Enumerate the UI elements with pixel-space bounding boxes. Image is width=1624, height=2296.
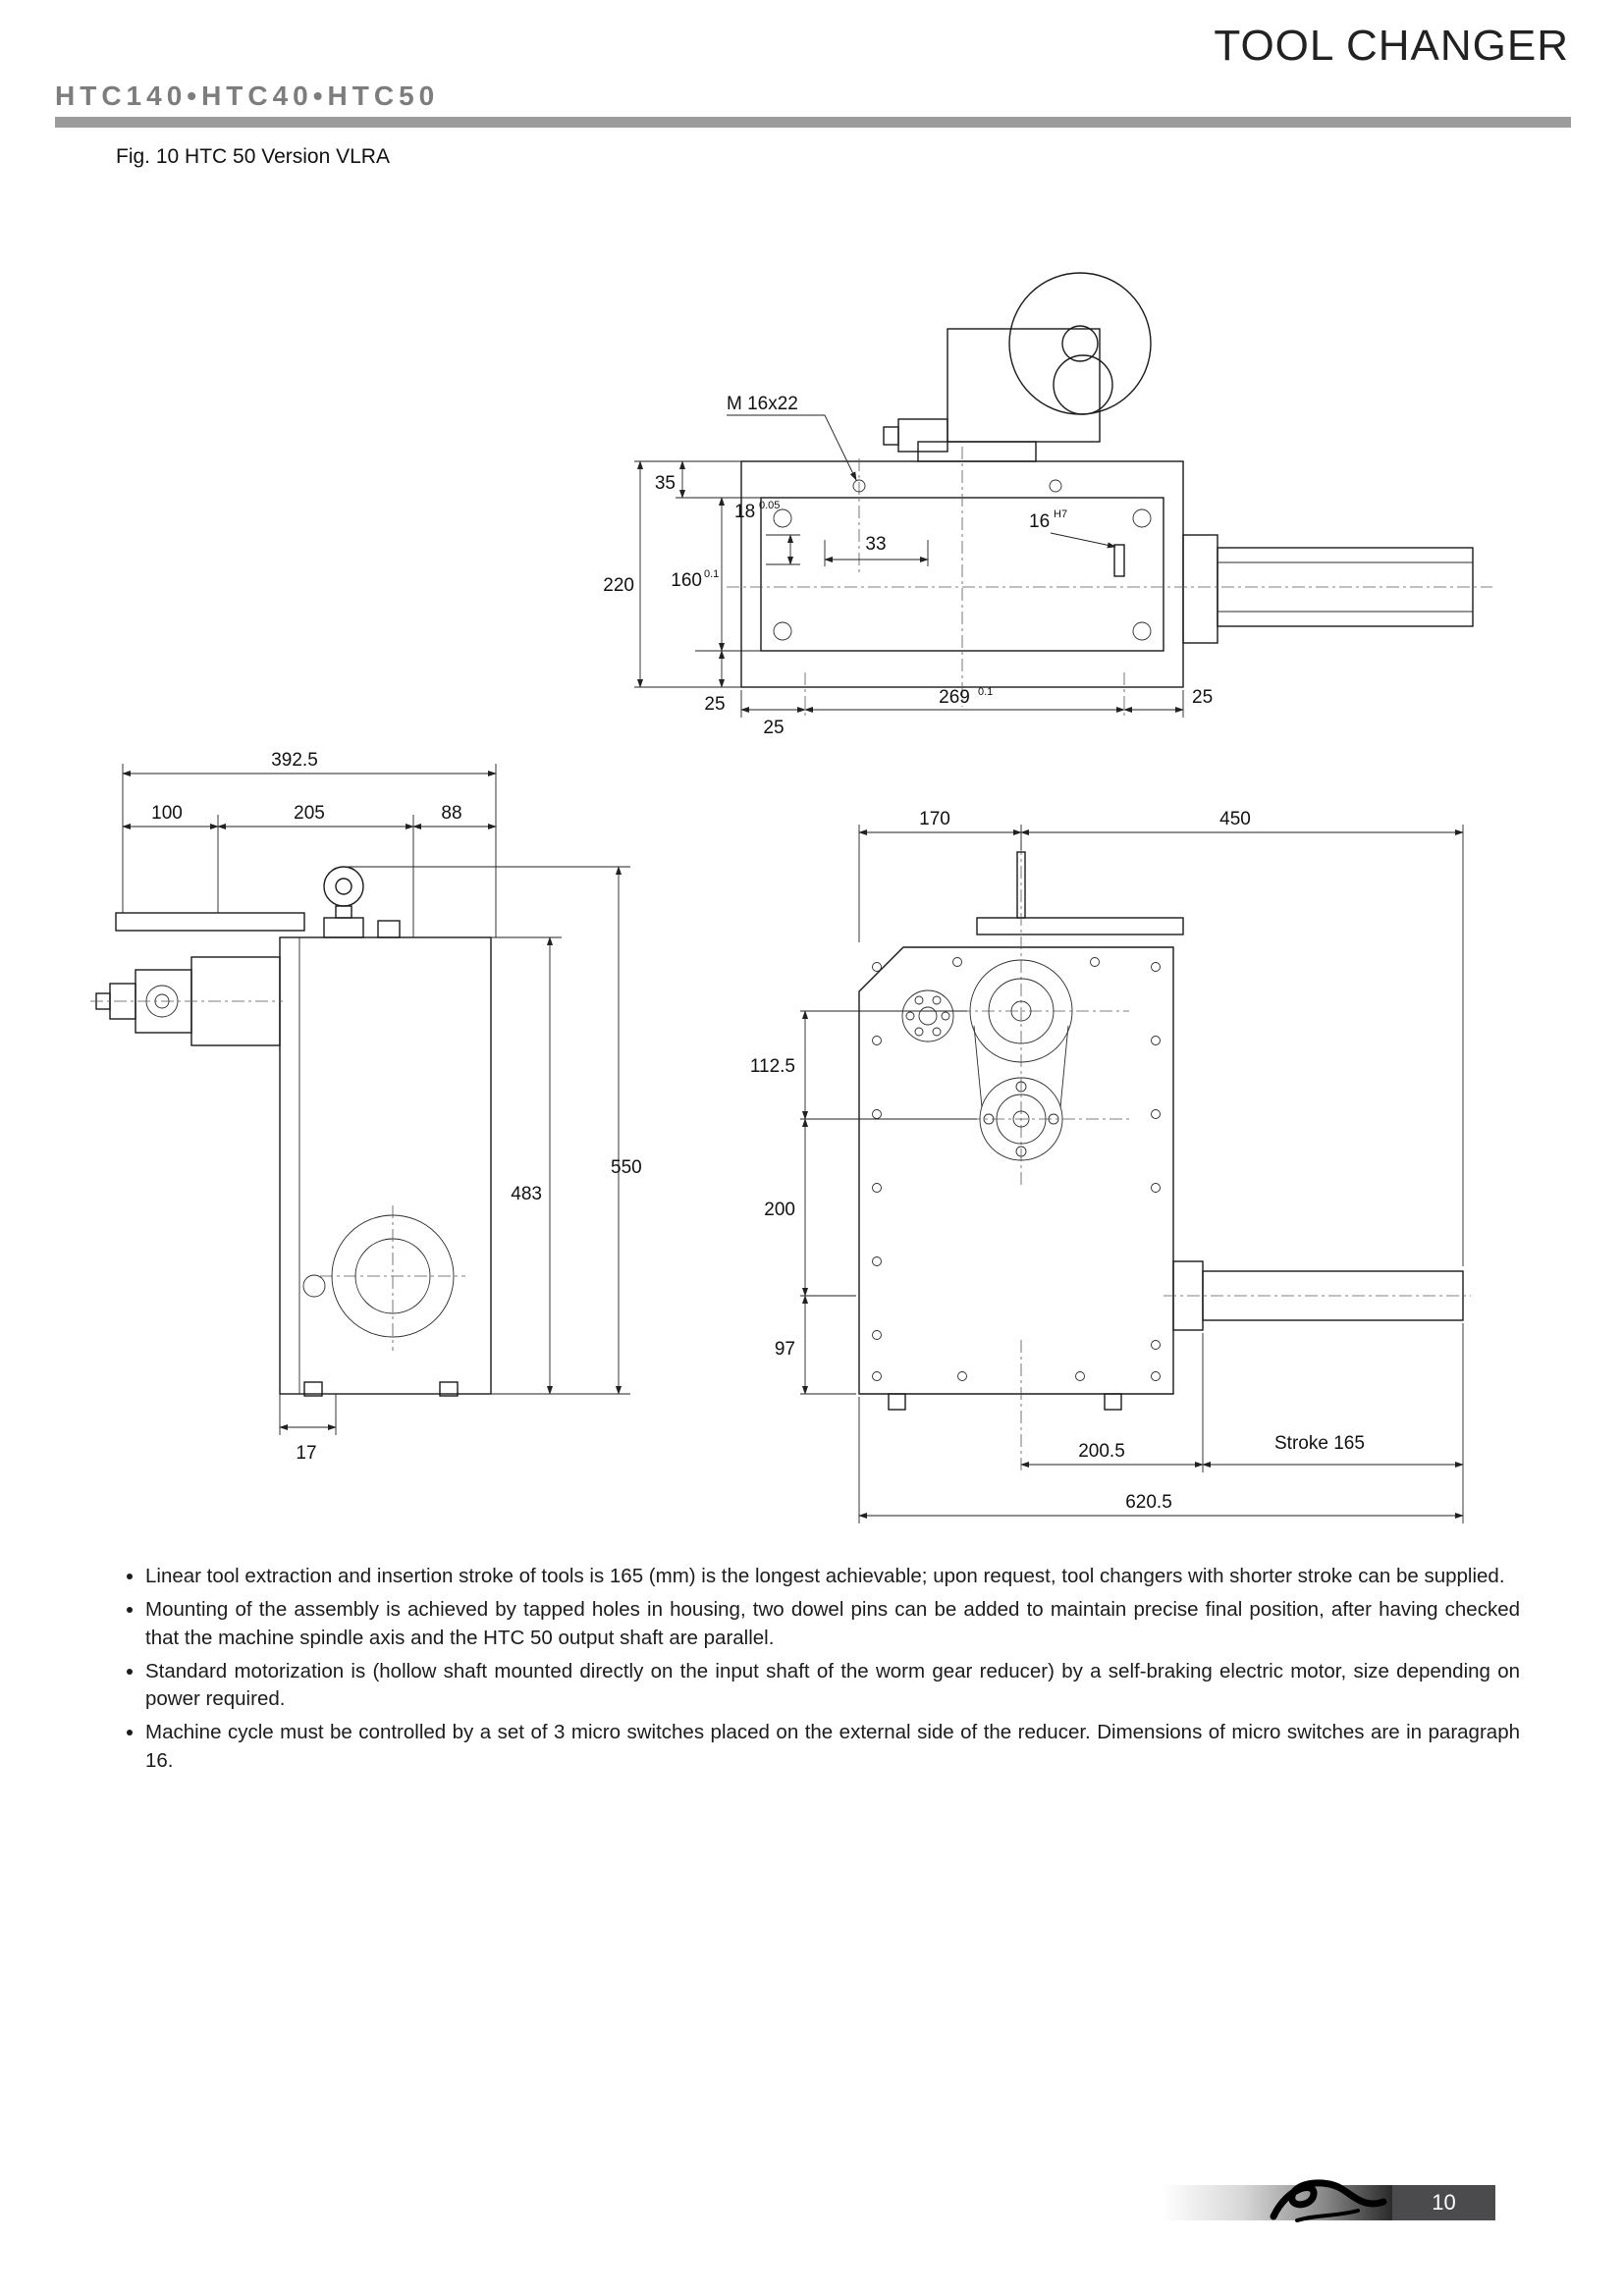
note-item: Mounting of the assembly is achieved by … xyxy=(145,1596,1520,1652)
figure-caption: Fig. 10 HTC 50 Version VLRA xyxy=(116,145,390,168)
dim-25-a-label: 25 xyxy=(763,718,784,738)
page-title: TOOL CHANGER xyxy=(1214,22,1569,70)
dim-450-label: 450 xyxy=(1219,809,1251,829)
dim-stroke-label: Stroke 165 xyxy=(1274,1433,1365,1454)
dim-160-tolerance: 0.1 xyxy=(704,568,719,580)
dim-88-label: 88 xyxy=(441,803,461,824)
dim-200-label: 200 xyxy=(764,1200,795,1220)
left-view-dimension-lines xyxy=(122,764,630,1435)
model-header: HTC140•HTC40•HTC50 xyxy=(55,80,440,111)
dim-16-label: 16 xyxy=(1029,511,1050,532)
dim-33-label: 33 xyxy=(865,534,886,555)
top-view-dimension-lines xyxy=(634,414,1184,718)
note-item: Standard motorization is (hollow shaft m… xyxy=(145,1658,1520,1714)
dim-269-tolerance: 0.1 xyxy=(978,686,993,698)
dim-483-label: 483 xyxy=(511,1184,542,1204)
right-view-dimension-lines xyxy=(800,825,1464,1523)
dim-18-label: 18 xyxy=(734,502,755,522)
notes-list: Linear tool extraction and insertion str… xyxy=(94,1563,1520,1775)
top-view-centerlines xyxy=(727,447,1492,718)
note-item: Linear tool extraction and insertion str… xyxy=(145,1563,1520,1590)
dim-16-tolerance: H7 xyxy=(1054,508,1067,520)
dim-392-label: 392.5 xyxy=(271,750,318,771)
note-text: Standard motorization is (hollow shaft m… xyxy=(145,1659,1520,1711)
dim-17-label: 17 xyxy=(296,1443,316,1464)
brand-logo-icon xyxy=(1270,2179,1387,2222)
motor-assembly-outline xyxy=(883,272,1152,462)
dim-97-label: 97 xyxy=(775,1339,795,1360)
notes-section: Linear tool extraction and insertion str… xyxy=(94,1563,1520,1781)
dim-269-label: 269 xyxy=(939,687,970,708)
dim-170-label: 170 xyxy=(919,809,950,829)
dim-18-tolerance: 0.05 xyxy=(759,500,780,511)
note-text: Machine cycle must be controlled by a se… xyxy=(145,1721,1520,1772)
left-view-body-outline xyxy=(95,866,492,1397)
left-view-details xyxy=(145,937,455,1394)
dim-205-label: 205 xyxy=(294,803,325,824)
left-view-centerlines xyxy=(90,1000,465,1351)
page-footer: 10 xyxy=(1162,2179,1495,2222)
header-divider-bar xyxy=(55,117,1571,128)
note-item: Machine cycle must be controlled by a se… xyxy=(145,1719,1520,1775)
top-view-drawing: M 16x22 35 220 160 0.1 18 0.05 33 16 H7 … xyxy=(603,272,1492,738)
left-side-view-drawing: 392.5 100 205 88 483 550 17 xyxy=(90,750,642,1464)
right-side-view-drawing: 170 450 112.5 200 97 200.5 Stroke 165 62… xyxy=(750,809,1471,1523)
dim-112-label: 112.5 xyxy=(750,1056,795,1077)
dim-620-label: 620.5 xyxy=(1125,1492,1172,1513)
dim-160-label: 160 xyxy=(671,570,702,591)
right-view-labels: 170 450 112.5 200 97 200.5 Stroke 165 62… xyxy=(750,809,1365,1513)
right-view-body-outline xyxy=(858,851,1464,1411)
dim-220-label: 220 xyxy=(603,575,634,596)
left-view-labels: 392.5 100 205 88 483 550 17 xyxy=(151,750,642,1464)
dim-200-5-label: 200.5 xyxy=(1078,1441,1125,1462)
right-view-centerlines xyxy=(864,842,1471,1472)
dim-35-label: 35 xyxy=(655,473,676,494)
note-text: Linear tool extraction and insertion str… xyxy=(145,1565,1505,1587)
note-text: Mounting of the assembly is achieved by … xyxy=(145,1598,1520,1649)
page-number: 10 xyxy=(1392,2185,1495,2220)
dim-25-b-label: 25 xyxy=(1192,687,1213,708)
housing-outline xyxy=(740,460,1474,688)
dim-550-label: 550 xyxy=(611,1157,642,1178)
right-view-details xyxy=(872,957,1161,1381)
housing-details xyxy=(773,479,1473,641)
dim-25-left-label: 25 xyxy=(704,694,725,715)
top-view-labels: M 16x22 35 220 160 0.1 18 0.05 33 16 H7 … xyxy=(603,394,1213,738)
dim-m16x22-label: M 16x22 xyxy=(727,394,798,414)
dim-100-label: 100 xyxy=(151,803,183,824)
